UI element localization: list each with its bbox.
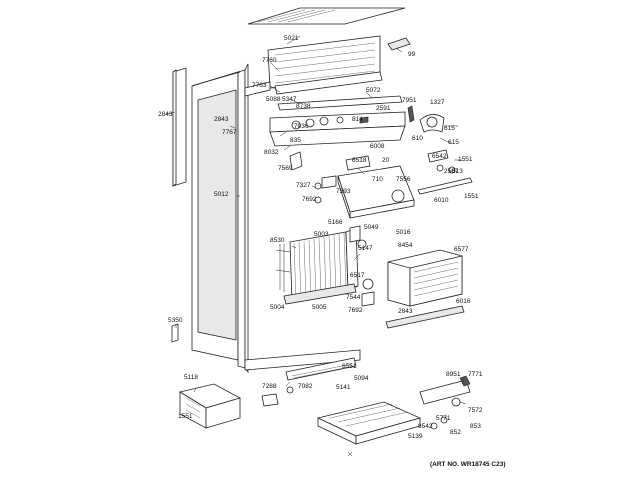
part-7569 [289, 151, 303, 171]
damper-parts-6542 [427, 149, 456, 174]
part-label-7327: 7327 [296, 182, 311, 189]
part-label-8951: 8951 [446, 371, 461, 378]
screw-7951 [407, 105, 415, 123]
part-label-8454: 8454 [398, 242, 413, 249]
top-grille-5021 [247, 7, 406, 95]
part-label-7760: 7760 [262, 57, 277, 64]
shelf-bar-7036 [277, 95, 403, 111]
part-label-7544: 7544 [346, 294, 361, 301]
art-number: (ART NO. WR18745 C23) [430, 461, 506, 468]
small-parts-7327 [314, 175, 337, 204]
part-label-5350: 5350 [168, 317, 183, 324]
part-label-1327: 1327 [430, 99, 445, 106]
part-label-7593: 7593 [336, 188, 351, 195]
part-label-5771: 5771 [436, 415, 451, 422]
part-label-5016: 5016 [396, 229, 411, 236]
part-label-710: 710 [372, 176, 383, 183]
part-label-1551_b: 1551 [464, 193, 479, 200]
part-label-7771: 7771 [468, 371, 483, 378]
part-label-5012: 5012 [214, 191, 229, 198]
cabinet-liner [197, 89, 237, 341]
bottom-grille-6551 [285, 357, 357, 381]
part-label-8738: 8738 [296, 103, 311, 110]
part-label-852: 852 [450, 429, 461, 436]
parts-7288 [261, 386, 294, 407]
part-label-1551_c: 1551 [178, 413, 193, 420]
parts-8951 [419, 375, 471, 430]
part-label-2843_left: 2843 [158, 111, 173, 118]
part-label-7572: 7572 [468, 407, 483, 414]
strip-2843-right [385, 305, 465, 329]
part-label-2507: 2507 [444, 168, 459, 175]
part-label-6551: 6551 [342, 363, 357, 370]
drain-pan-5094 [316, 401, 422, 445]
part-label-7288: 7288 [262, 383, 277, 390]
part-label-7951: 7951 [402, 97, 417, 104]
thermostat-5166 [349, 225, 367, 249]
part-label-20: 20 [382, 157, 390, 164]
bracket-6518 [345, 155, 371, 171]
part-label-7692_b: 7692 [348, 307, 363, 314]
part-label-5094: 5094 [354, 375, 369, 382]
small-screw-bottom [347, 451, 353, 457]
drain-trough-5005 [283, 283, 357, 305]
part-label-615_a: 615 [444, 125, 455, 132]
part-label-5088: 5088 [266, 96, 281, 103]
part-label-5347: 5347 [282, 96, 297, 103]
part-label-6577: 6577 [454, 246, 469, 253]
part-label-610: 610 [412, 135, 423, 142]
part-label-6008: 6008 [370, 143, 385, 150]
fan-housing-6577 [387, 249, 463, 307]
part-label-5141: 5141 [336, 384, 351, 391]
part-label-6016: 6016 [456, 298, 471, 305]
box-5118 [178, 383, 242, 429]
part-label-99: 99 [408, 51, 416, 58]
rod-6010 [417, 177, 473, 195]
left-trim-2843 [172, 67, 187, 187]
part-label-853: 853 [470, 423, 481, 430]
fan-motor-6517 [361, 278, 375, 307]
part-label-7763: 7763 [252, 82, 267, 89]
part-label-2591: 2591 [376, 105, 391, 112]
hinge-assembly-1327 [419, 114, 458, 145]
part-label-814: 814 [352, 116, 363, 123]
part-label-6010: 6010 [434, 197, 449, 204]
part-label-5166: 5166 [328, 219, 343, 226]
part-label-5118: 5118 [184, 374, 198, 381]
heater-8530 [275, 244, 291, 292]
part-label-6517: 6517 [350, 272, 365, 279]
part-label-8530: 8530 [270, 237, 285, 244]
part-label-5139: 5139 [408, 433, 423, 440]
part-label-7569: 7569 [278, 165, 293, 172]
leader-lines [165, 35, 467, 405]
part-label-5005: 5005 [312, 304, 327, 311]
part-label-7556: 7556 [396, 176, 411, 183]
part-5350 [171, 323, 179, 343]
part-label-5049: 5049 [364, 224, 379, 231]
tray-assembly-5016 [337, 165, 415, 219]
part-label-1551_a: 1551 [458, 156, 473, 163]
part-label-835: 835 [290, 137, 301, 144]
part-label-6518: 6518 [352, 157, 367, 164]
part-label-2843_right: 2843 [398, 308, 413, 315]
part-label-5021: 5021 [284, 35, 299, 42]
part-label-7692_a: 7692 [302, 196, 317, 203]
part-label-8542: 8542 [418, 423, 433, 430]
part-label-7082: 7082 [298, 383, 313, 390]
part-label-8032: 8032 [264, 149, 279, 156]
clip-99 [387, 37, 411, 51]
part-label-613: 613 [452, 168, 463, 175]
part-label-5003: 5003 [314, 231, 329, 238]
part-label-6542: 6542 [432, 153, 447, 160]
part-label-7767: 7767 [222, 129, 237, 136]
part-label-5004: 5004 [270, 304, 285, 311]
part-label-2843_mid: 2843 [214, 116, 229, 123]
part-label-7036: 7036 [294, 123, 309, 130]
part-label-5072: 5072 [366, 87, 381, 94]
part-label-5147: 5147 [358, 245, 373, 252]
control-housing-6008 [269, 111, 406, 147]
part-label-615_b: 615 [448, 139, 459, 146]
